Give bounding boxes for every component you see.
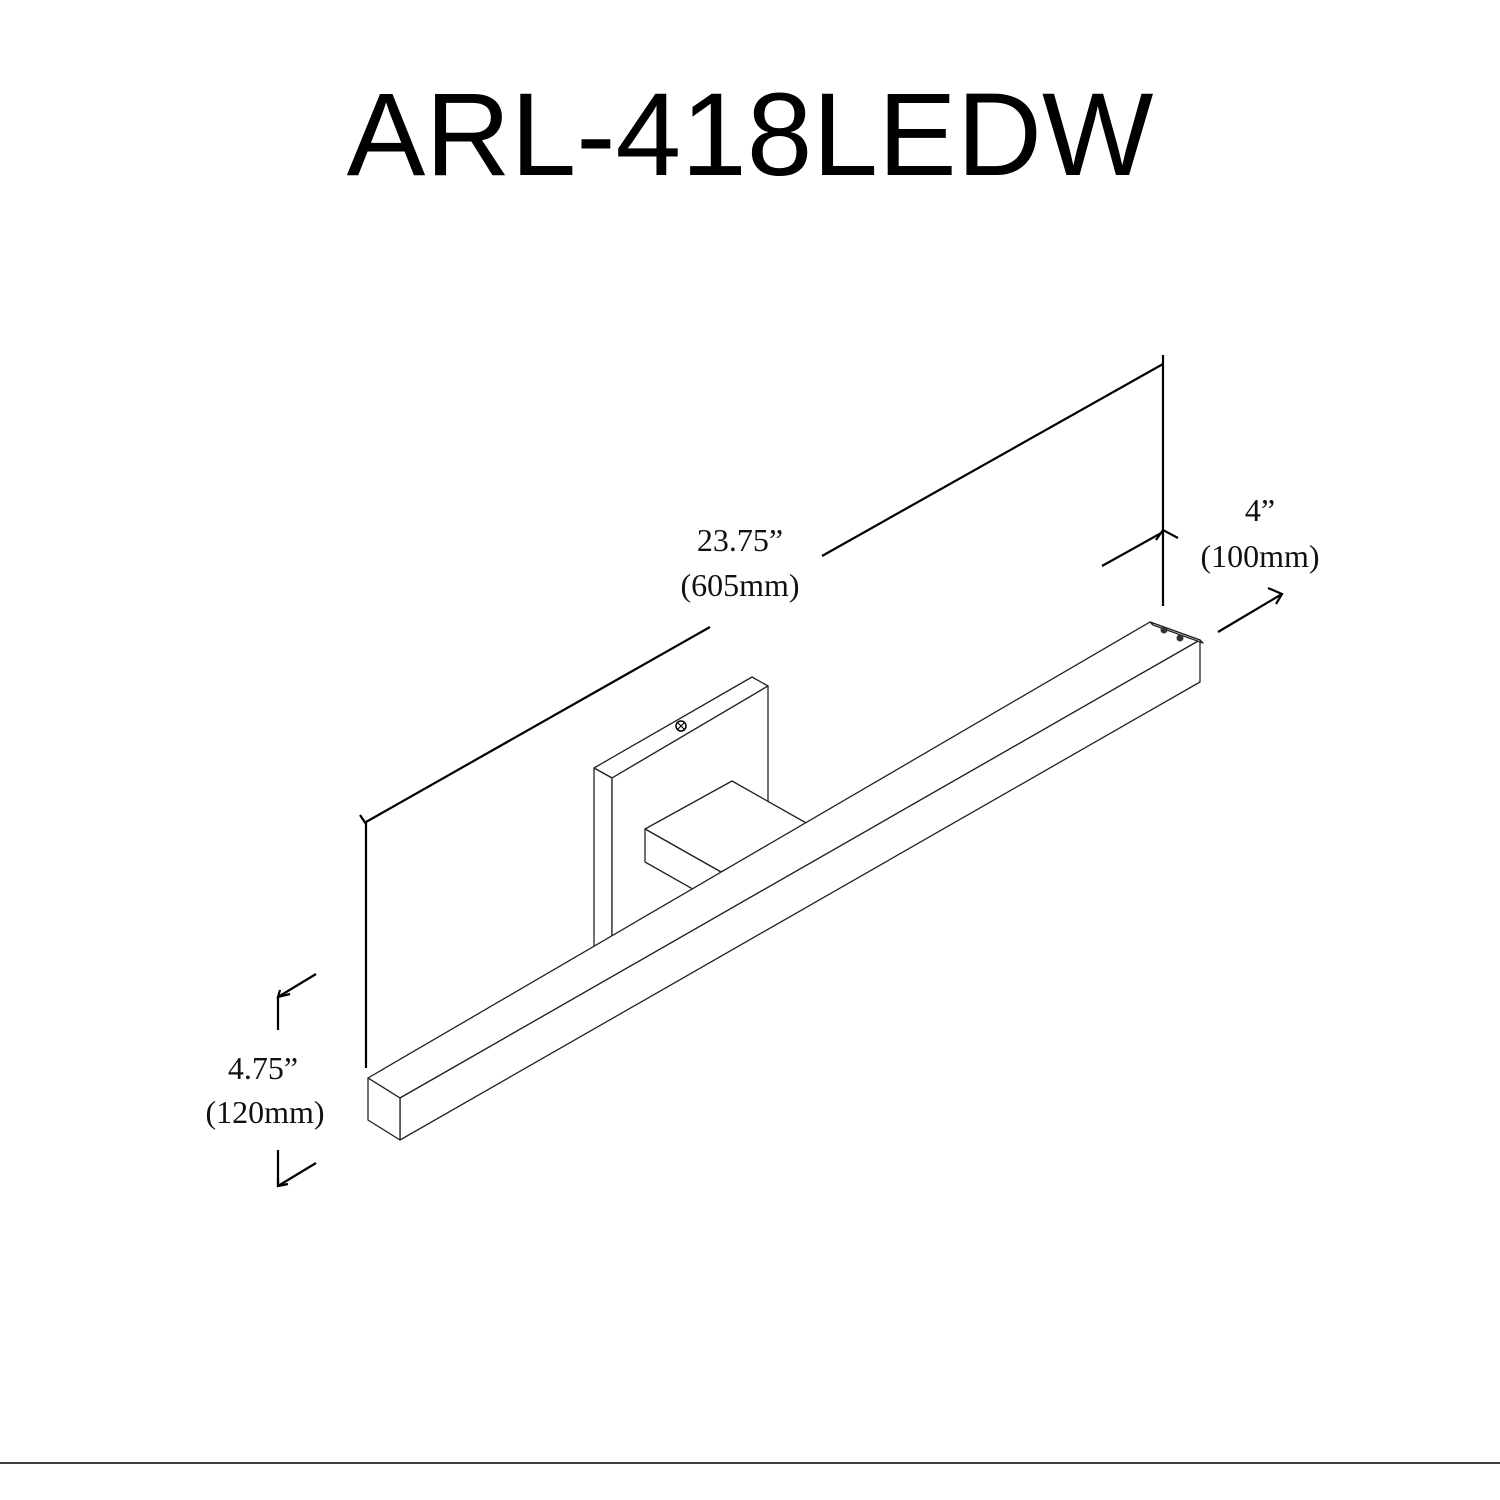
depth-imperial-label: 4” [1244, 492, 1276, 528]
length-imperial-label: 23.75” [696, 522, 784, 558]
height-imperial-label: 4.75” [227, 1050, 299, 1086]
height-metric-label: (120mm) [205, 1094, 325, 1130]
depth-dimension-lines [1101, 528, 1284, 633]
length-dimension-lines [359, 355, 1165, 1068]
light-bar [367, 621, 1204, 1141]
product-model-title: ARL-418LEDW [346, 69, 1154, 201]
length-metric-label: (605mm) [680, 567, 800, 603]
depth-metric-label: (100mm) [1200, 538, 1320, 574]
height-dimension-lines [276, 973, 317, 1188]
